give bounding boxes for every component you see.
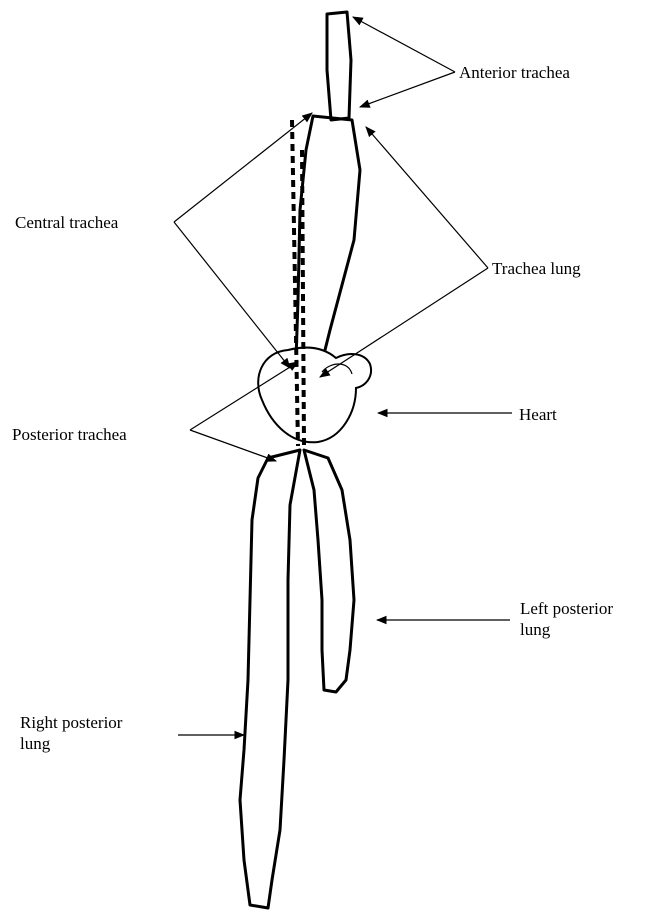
label-anterior-trachea: Anterior trachea: [459, 62, 570, 83]
heart-shape: [258, 348, 371, 443]
right-posterior-lung-shape: [240, 450, 300, 908]
label-left-posterior-lung-line2: lung: [520, 619, 613, 640]
trachea-lung-shape: [296, 116, 360, 362]
label-right-posterior-lung-line1: Right posterior: [20, 712, 122, 733]
label-central-trachea: Central trachea: [15, 212, 118, 233]
label-left-posterior-lung: Left posterior lung: [520, 598, 613, 640]
label-posterior-trachea: Posterior trachea: [12, 424, 127, 445]
label-trachea-lung: Trachea lung: [492, 258, 581, 279]
label-right-posterior-lung-line2: lung: [20, 733, 122, 754]
anterior-trachea-shape: [327, 12, 351, 120]
label-right-posterior-lung: Right posterior lung: [20, 712, 122, 754]
label-left-posterior-lung-line1: Left posterior: [520, 598, 613, 619]
label-heart: Heart: [519, 404, 557, 425]
left-posterior-lung-shape: [304, 450, 354, 692]
